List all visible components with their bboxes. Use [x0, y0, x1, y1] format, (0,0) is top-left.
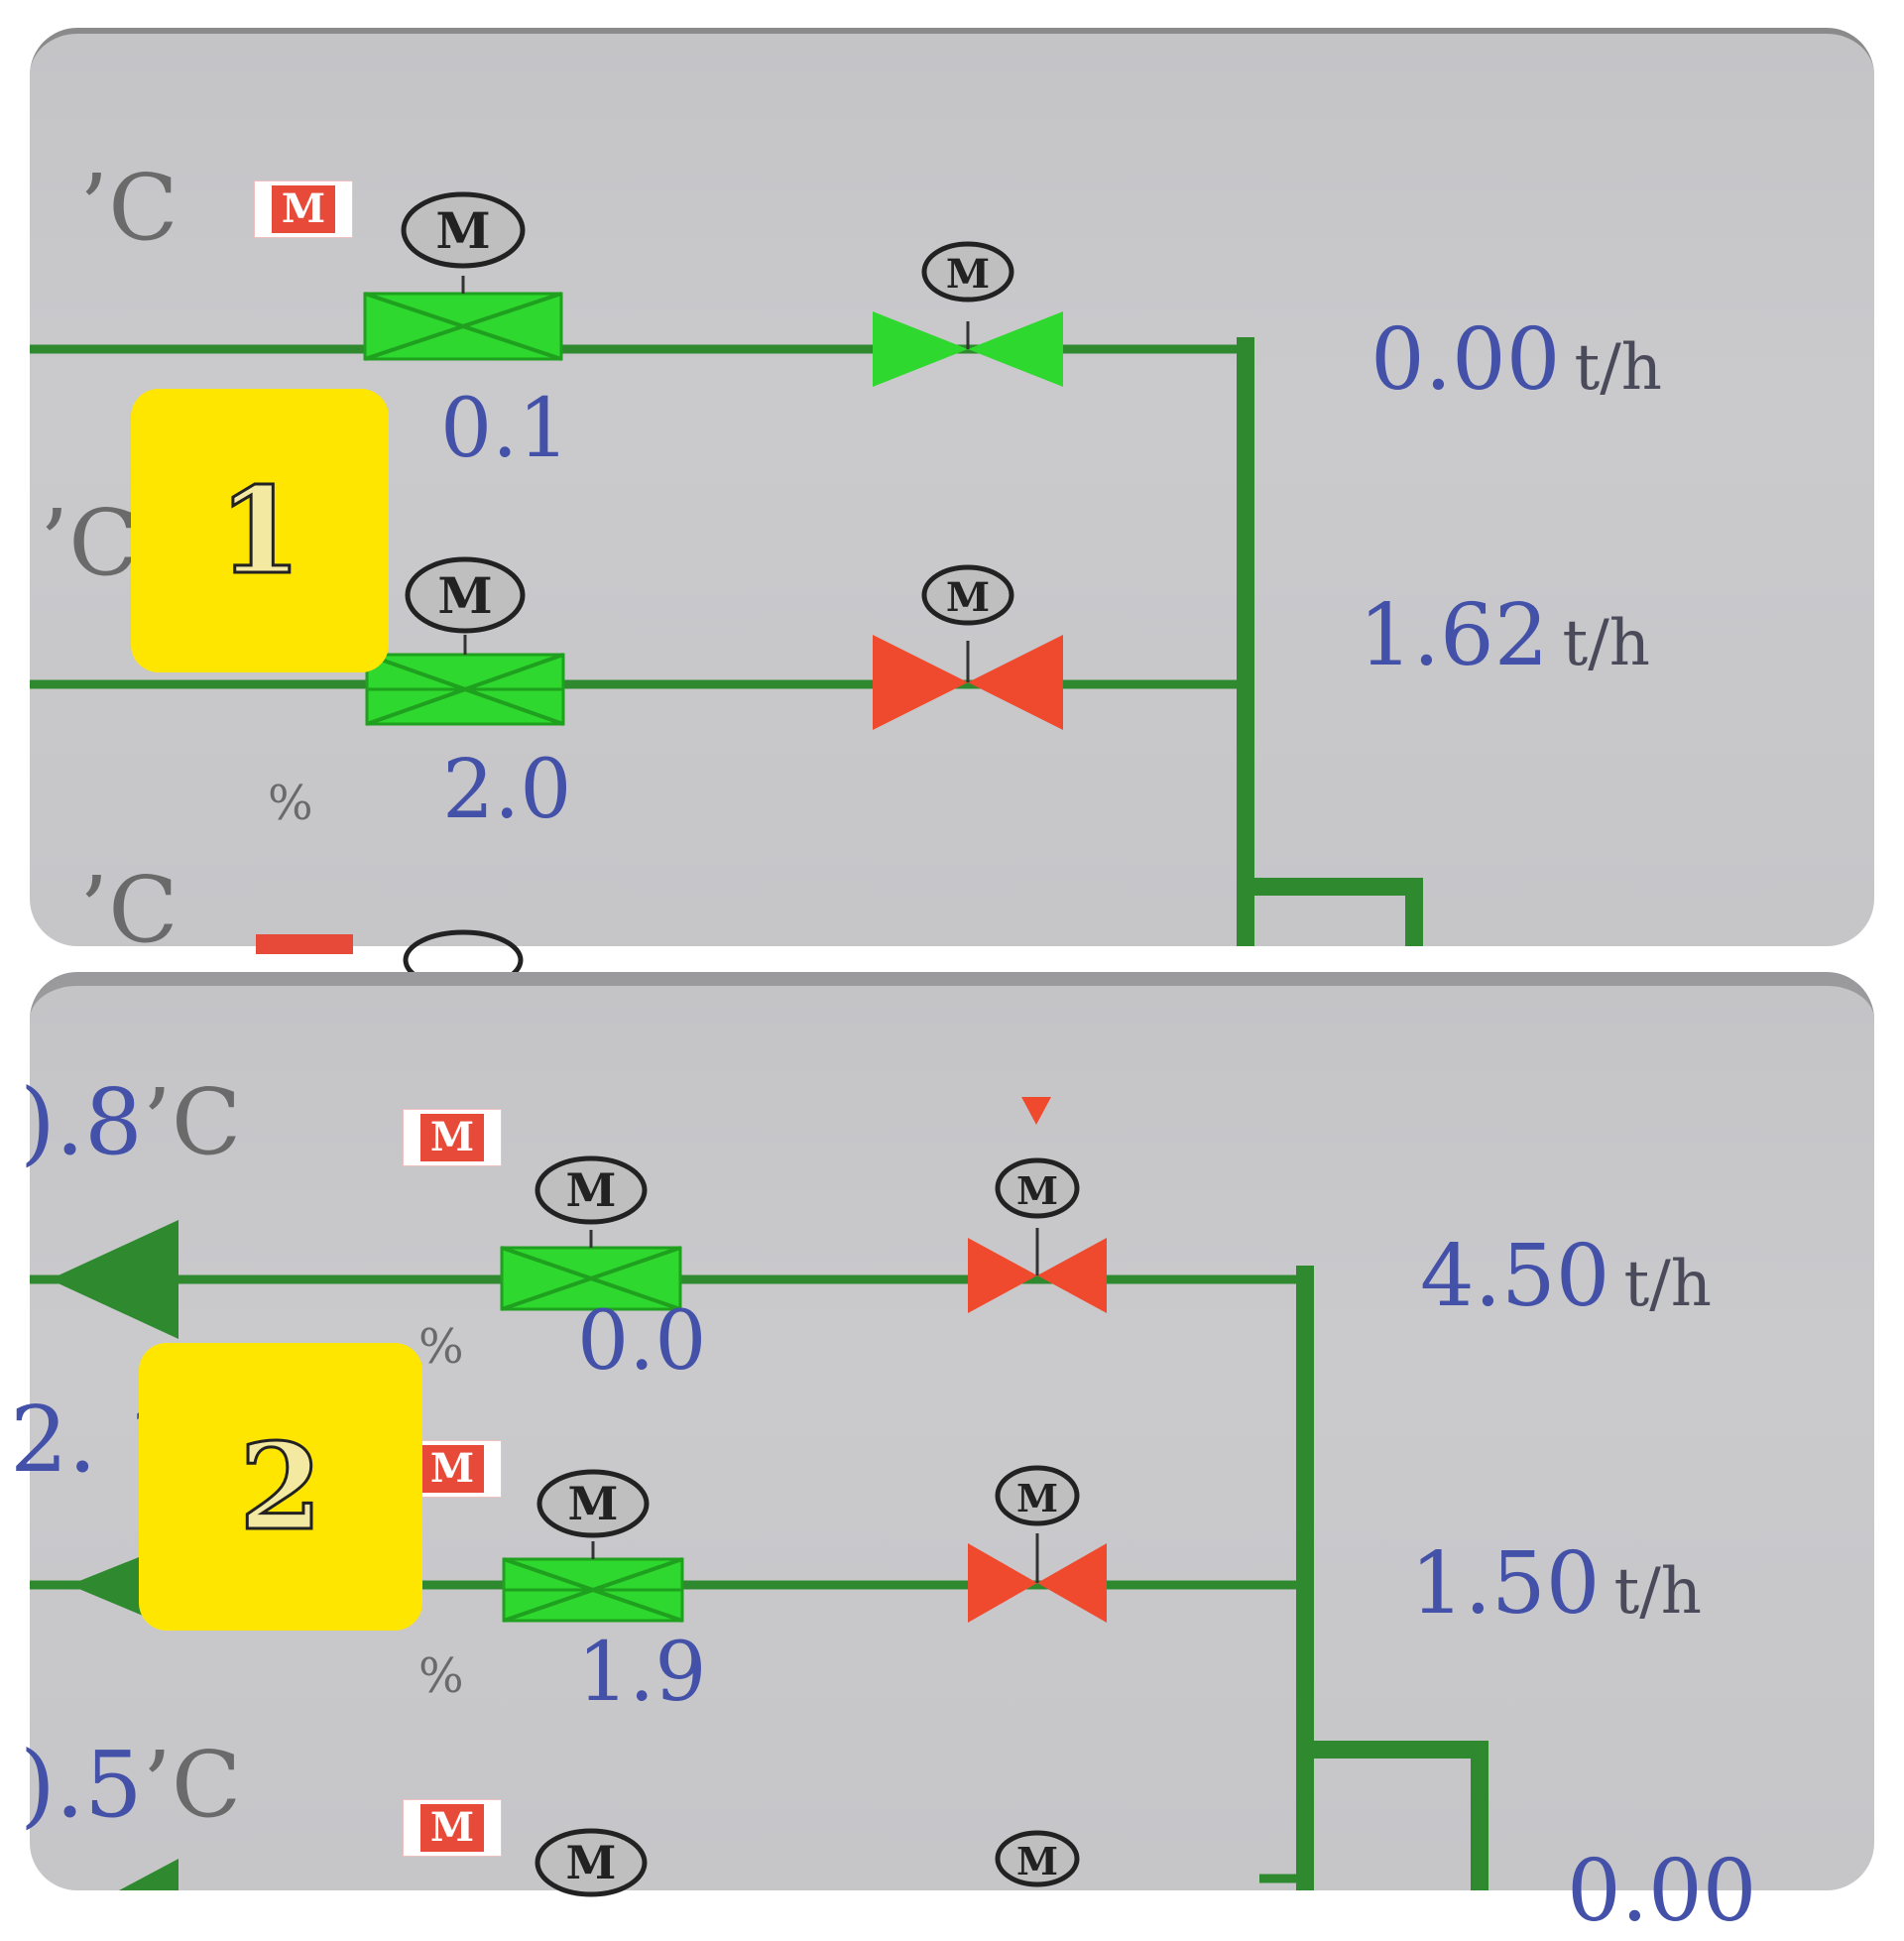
- manual-mode-label: M: [419, 1114, 485, 1161]
- manual-mode-badge[interactable]: M: [254, 181, 353, 238]
- temperature-value: ).8: [20, 1069, 143, 1175]
- callout-label-1: 1: [131, 389, 389, 672]
- flow-unit: t/h: [1574, 331, 1662, 405]
- pipe-branch: [1305, 1741, 1488, 1890]
- scada-panel-2: M M M M: [10, 972, 1874, 1934]
- temperature-value: ).5: [20, 1732, 143, 1838]
- flow-arrow-icon: [119, 1859, 178, 1890]
- alarm-marker-icon: [1021, 1097, 1051, 1125]
- motor-actuator-icon: M: [995, 1157, 1080, 1219]
- butterfly-valve-icon[interactable]: [873, 635, 1063, 730]
- svg-text:M: M: [946, 251, 990, 298]
- svg-text:M: M: [566, 1163, 617, 1217]
- valve-percent-row2: 2.0: [442, 743, 572, 837]
- svg-text:M: M: [435, 201, 490, 260]
- callout-label-2: 2: [139, 1343, 422, 1631]
- piping-diagram-2: M M M M: [30, 1097, 1488, 1897]
- percent-unit-row1: %: [418, 1319, 464, 1375]
- pipe-branch: [1246, 878, 1423, 946]
- gate-valve-icon[interactable]: [365, 635, 565, 726]
- motor-actuator-icon: M: [401, 191, 526, 269]
- manual-mode-badge: [256, 934, 353, 954]
- svg-text:M: M: [1016, 1168, 1058, 1213]
- gate-valve-icon[interactable]: [363, 276, 563, 361]
- flow-arrow-icon: [50, 1220, 178, 1339]
- motor-actuator-icon: M: [535, 1828, 648, 1897]
- butterfly-valve-icon[interactable]: [968, 1533, 1107, 1623]
- flow-unit: t/h: [1623, 1248, 1712, 1321]
- temp-unit-row1: ’C: [79, 155, 178, 261]
- valve-percent-row2: 1.9: [577, 1626, 707, 1720]
- percent-unit-row2: %: [268, 776, 313, 831]
- svg-text:M: M: [1016, 1476, 1058, 1520]
- flow-unit: t/h: [1562, 607, 1650, 680]
- temperature-row1: ).8’C: [20, 1077, 241, 1168]
- manual-mode-label: M: [419, 1804, 485, 1852]
- motor-actuator-icon: M: [995, 1830, 1080, 1887]
- manual-mode-label: M: [271, 185, 336, 233]
- scada-panel-1: M M M M: [30, 28, 1874, 991]
- motor-actuator-icon: M: [405, 556, 526, 634]
- motor-actuator-icon: M: [536, 1469, 650, 1538]
- manual-mode-badge[interactable]: M: [403, 1799, 502, 1857]
- svg-text:M: M: [568, 1477, 619, 1530]
- svg-text:M: M: [566, 1836, 617, 1889]
- temperature-row3: ).5’C: [20, 1740, 241, 1831]
- manual-mode-badge[interactable]: M: [403, 1109, 502, 1166]
- svg-text:M: M: [946, 574, 990, 621]
- temp-unit-row2: ’C: [40, 490, 139, 596]
- butterfly-valve-icon[interactable]: [968, 1228, 1107, 1313]
- motor-actuator-icon: M: [535, 1155, 648, 1225]
- motor-actuator-icon: M: [921, 241, 1014, 303]
- callout-number: 2: [238, 1415, 323, 1558]
- callout-number: 1: [217, 459, 302, 602]
- flow-value: 0.00: [1370, 310, 1561, 410]
- temp-unit-row3: ’C: [79, 857, 178, 963]
- flow-value: 1.62: [1359, 586, 1549, 685]
- gate-valve-icon[interactable]: [500, 1230, 682, 1311]
- motor-actuator-icon: M: [995, 1465, 1080, 1526]
- flow-unit: t/h: [1613, 1555, 1702, 1629]
- svg-text:M: M: [1016, 1839, 1058, 1883]
- valve-percent-row1: 0.0: [577, 1294, 707, 1389]
- motor-actuator-icon: M: [921, 564, 1014, 626]
- manual-mode-label: M: [419, 1445, 485, 1493]
- valve-percent-row1: 0.1: [440, 382, 570, 476]
- svg-text:M: M: [437, 566, 492, 625]
- flow-value: 4.50: [1420, 1227, 1610, 1326]
- temp-unit: ’C: [142, 1069, 242, 1175]
- gate-valve-icon[interactable]: [502, 1541, 684, 1623]
- flow-value: 1.50: [1410, 1534, 1601, 1634]
- temp-unit: ’C: [142, 1732, 242, 1838]
- butterfly-valve-icon[interactable]: [873, 311, 1063, 387]
- percent-unit-row2: %: [418, 1648, 464, 1704]
- piping-diagram-1: M M M M: [30, 191, 1423, 991]
- flow-readout-row3-partial: 0.00: [1567, 1842, 1757, 1941]
